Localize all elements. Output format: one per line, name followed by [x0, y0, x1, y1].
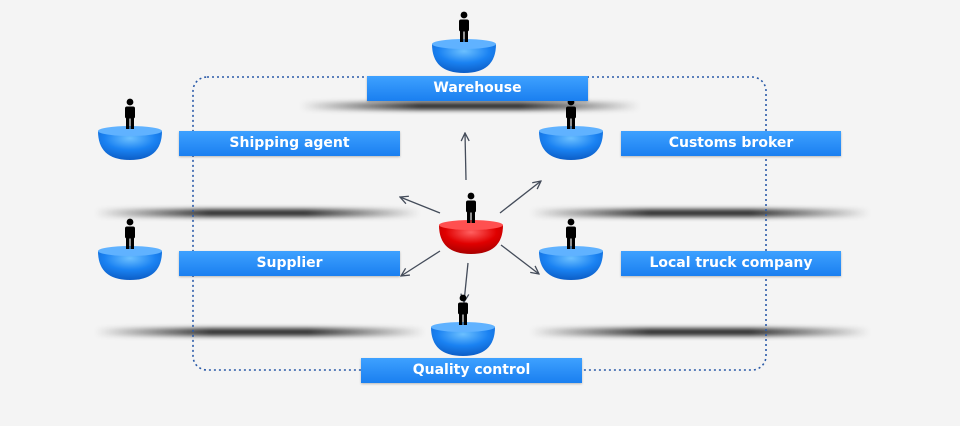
node-local-truck-company	[539, 218, 603, 280]
bowl-shape	[98, 131, 162, 160]
person-icon	[125, 98, 135, 129]
bowl-rim	[439, 220, 503, 230]
arrow-to-shipping-agent	[400, 197, 441, 214]
bowl-shape	[98, 251, 162, 280]
bowl-rim	[431, 322, 495, 332]
label-quality-control: Quality control	[361, 358, 582, 383]
arrow-to-customs-broker	[499, 181, 541, 214]
connector-arrows	[400, 133, 541, 302]
person-icon	[466, 192, 476, 223]
node-warehouse	[432, 11, 496, 73]
node-customs-broker	[539, 98, 603, 160]
shadow-bar	[530, 328, 870, 336]
shadow-bars	[95, 102, 870, 336]
bowl-shape	[539, 251, 603, 280]
person-icon	[458, 294, 468, 325]
label-local-truck-company: Local truck company	[621, 251, 841, 276]
arrow-to-local-truck-company	[500, 244, 539, 274]
bowl-shape	[432, 44, 496, 73]
bowl-rim	[539, 246, 603, 256]
person-icon	[566, 218, 576, 249]
person-icon	[125, 218, 135, 249]
node-center	[439, 192, 503, 254]
bowl-rim	[539, 126, 603, 136]
node-supplier	[98, 218, 162, 280]
shadow-bar	[95, 209, 420, 217]
label-customs-broker: Customs broker	[621, 131, 841, 156]
bowl-rim	[98, 246, 162, 256]
arrow-to-supplier	[401, 250, 441, 276]
shadow-bar	[300, 102, 640, 110]
bowl-shape	[431, 327, 495, 356]
arrow-to-warehouse	[465, 133, 466, 181]
label-supplier: Supplier	[179, 251, 400, 276]
label-warehouse: Warehouse	[367, 76, 588, 101]
shadow-bar	[95, 328, 425, 336]
label-shipping-agent: Shipping agent	[179, 131, 400, 156]
bowl-shape	[539, 131, 603, 160]
bowl-shape	[439, 225, 503, 254]
node-shipping-agent	[98, 98, 162, 160]
bowl-rim	[98, 126, 162, 136]
person-icon	[459, 11, 469, 42]
shadow-bar	[530, 209, 870, 217]
node-quality-control	[431, 294, 495, 356]
bowl-rim	[432, 39, 496, 49]
